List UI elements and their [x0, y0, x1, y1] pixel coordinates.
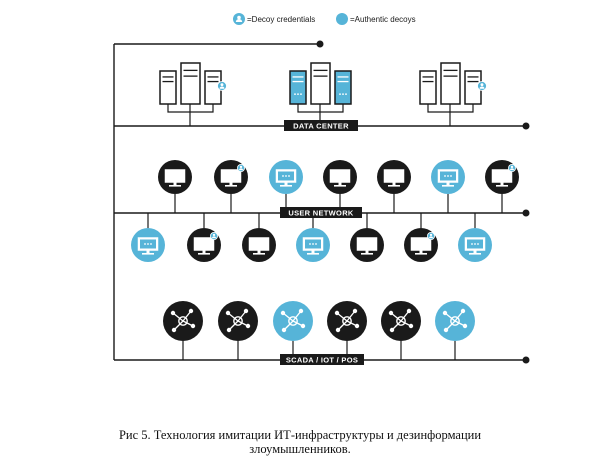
iot-node-plain [381, 301, 421, 360]
workstation-plain [350, 213, 384, 262]
server-cluster-credential [159, 62, 227, 126]
figure-caption: Рис 5. Технология имитации ИТ-инфраструк… [0, 428, 600, 456]
server-cluster-credential [419, 62, 487, 126]
iot-node-plain [327, 301, 367, 360]
workstation-credential [404, 213, 438, 262]
data-center-label-text: DATA CENTER [293, 122, 349, 131]
authentic-decoys-legend-label: =Authentic decoys [350, 15, 416, 24]
workstation-decoy [269, 160, 303, 213]
workstation-decoy [458, 213, 492, 262]
iot-node-decoy [435, 301, 475, 360]
iot-node-plain [218, 301, 258, 360]
data-center-label: DATA CENTER [284, 120, 358, 131]
scada-label-text: SCADA / IOT / POS [286, 356, 358, 365]
workstation-credential [485, 160, 519, 213]
workstation-plain [377, 160, 411, 213]
legend: =Decoy credentials =Authentic decoys [233, 13, 416, 25]
user-network-label: USER NETWORK [280, 207, 362, 218]
iot-node-decoy [273, 301, 313, 360]
workstation-credential [214, 160, 248, 213]
server-cluster-decoy [289, 62, 352, 126]
workstation-credential [187, 213, 221, 262]
workstation-plain [158, 160, 192, 213]
user-network-label-text: USER NETWORK [288, 209, 354, 218]
network-diagram: =Decoy credentials =Authentic decoys DAT… [113, 13, 530, 365]
workstation-plain [242, 213, 276, 262]
figure-caption-line-2: злоумышленников. [249, 442, 351, 456]
user-network-workstations-top [158, 160, 519, 213]
scada-label: SCADA / IOT / POS [280, 354, 364, 365]
iot-node-plain [163, 301, 203, 360]
scada-iot-devices [163, 301, 475, 360]
backbone-endpoints [316, 40, 530, 364]
workstation-plain [323, 160, 357, 213]
workstation-decoy [296, 213, 330, 262]
figure-caption-line-1: Рис 5. Технология имитации ИТ-инфраструк… [118, 428, 482, 442]
user-network-workstations-bottom [131, 213, 492, 262]
workstation-decoy [431, 160, 465, 213]
data-center-servers [159, 62, 487, 126]
decoy-credentials-legend-label: =Decoy credentials [247, 15, 315, 24]
workstation-decoy [131, 213, 165, 262]
authentic-decoys-legend-icon [336, 13, 348, 25]
